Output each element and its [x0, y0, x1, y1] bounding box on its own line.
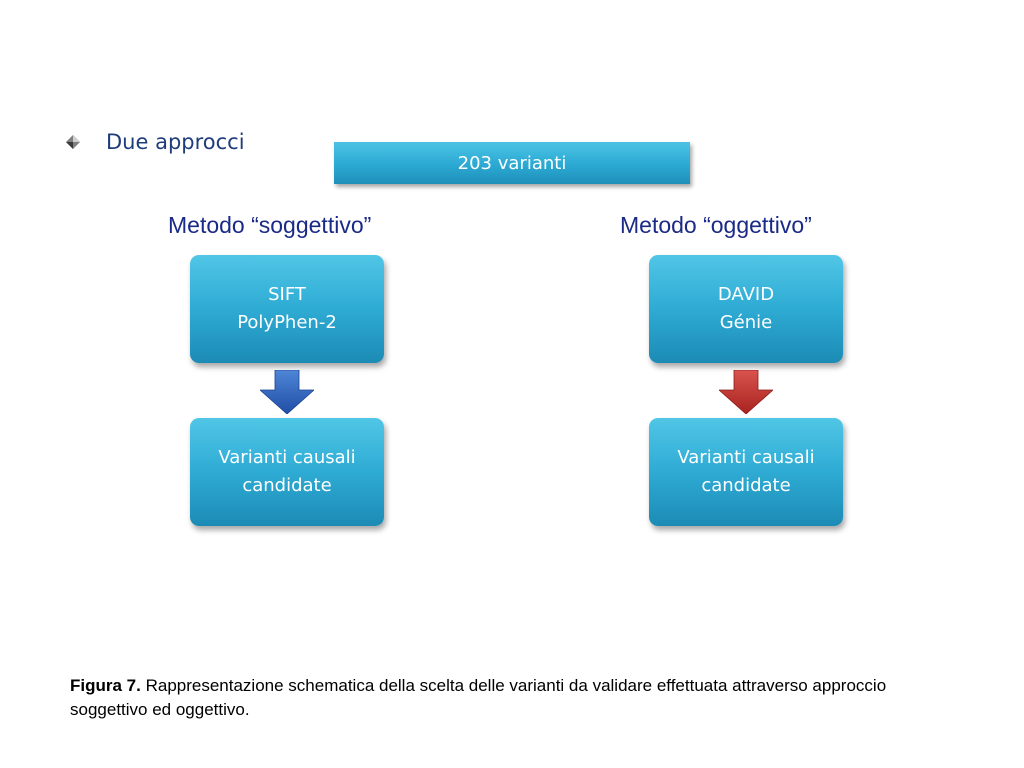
bullet-text: Due approcci	[106, 130, 245, 154]
result-line: candidate	[242, 475, 332, 496]
down-arrow-icon	[719, 370, 773, 414]
down-arrow-icon	[260, 370, 314, 414]
tool-line: PolyPhen-2	[237, 312, 337, 333]
subjective-method-label: Metodo “soggettivo”	[168, 212, 372, 238]
tool-line: DAVID	[717, 284, 775, 305]
objective-tools-box: DAVID Génie	[649, 255, 843, 363]
diamond-bullet-icon	[66, 135, 80, 149]
subjective-tools-box: SIFT PolyPhen-2	[190, 255, 384, 363]
objective-method-label: Metodo “oggettivo”	[620, 212, 812, 238]
banner-text: 203 varianti	[457, 152, 567, 174]
objective-result-box: Varianti causali candidate	[649, 418, 843, 526]
caption-text: Rappresentazione schematica della scelta…	[70, 676, 887, 719]
variants-banner: 203 varianti	[334, 142, 690, 184]
tool-line: SIFT	[268, 284, 306, 305]
result-line: Varianti causali	[677, 447, 815, 468]
caption-label: Figura 7.	[70, 676, 141, 695]
bullet-item: Due approcci	[66, 126, 245, 158]
result-line: candidate	[701, 475, 791, 496]
figure-caption: Figura 7. Rappresentazione schematica de…	[70, 674, 950, 722]
subjective-result-box: Varianti causali candidate	[190, 418, 384, 526]
result-line: Varianti causali	[218, 447, 356, 468]
tool-line: Génie	[719, 312, 773, 333]
